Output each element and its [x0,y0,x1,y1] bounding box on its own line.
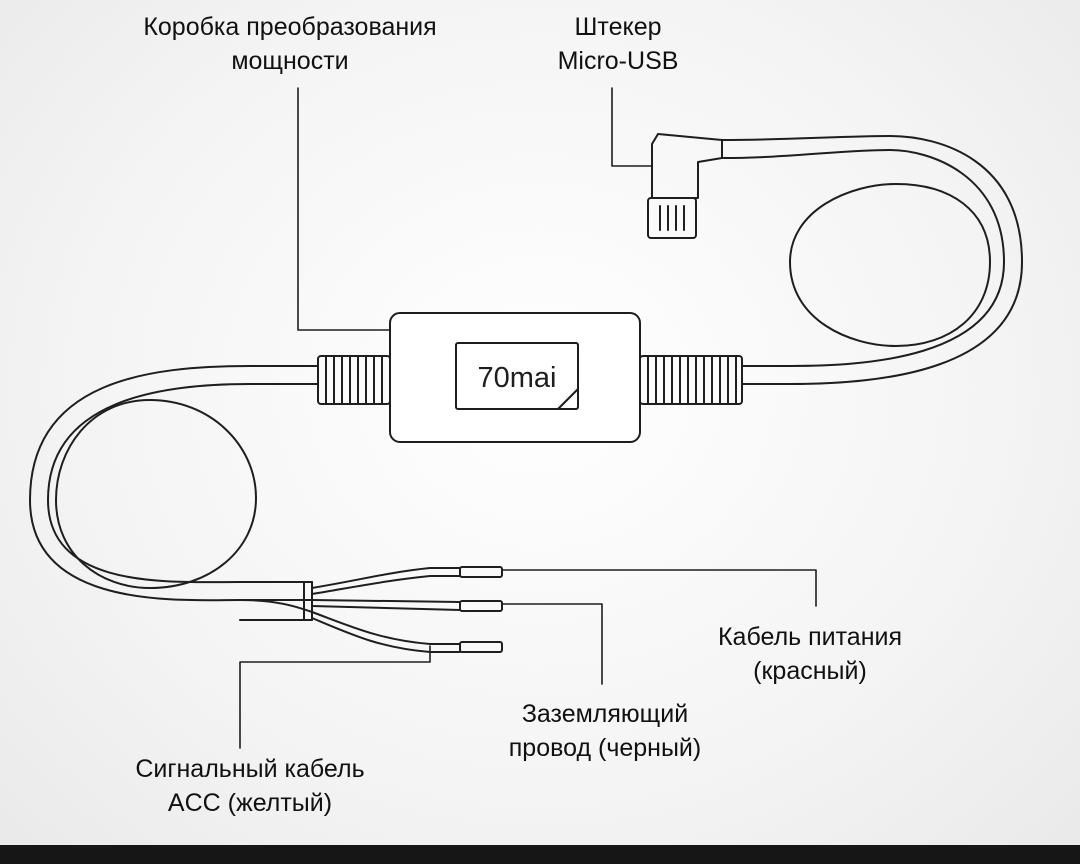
left-cable-loop [29,365,319,621]
label-ground-line1: Заземляющий [521,700,689,728]
right-cable-loop [721,135,1023,385]
label-converter-line1: Коробка преобразования [143,13,437,41]
brand-logo: 70mai [478,362,557,394]
label-power-line2: (красный) [753,657,867,685]
micro-usb-plug-icon [647,133,723,239]
label-acc-cable: Сигнальный кабель ACC (желтый) [100,752,400,820]
leader-ground [501,603,603,685]
label-converter-line2: мощности [231,47,349,75]
label-ground-line2: провод (черный) [508,734,702,762]
label-micro-usb-plug: Штекер Micro-USB [508,10,728,78]
leader-converter [297,87,391,331]
label-acc-line2: ACC (желтый) [167,789,333,817]
wire-acc-yellow [311,611,503,653]
converter-box [389,312,641,443]
label-power-line1: Кабель питания [717,623,903,651]
leader-power [501,569,817,607]
bottom-bar [0,845,1080,864]
label-power-cable: Кабель питания (красный) [680,620,940,688]
label-ground-wire: Заземляющий провод (черный) [470,697,740,765]
label-plug-line1: Штекер [574,13,662,41]
label-converter-box: Коробка преобразования мощности [100,10,480,78]
wire-ground-black [311,599,503,612]
label-acc-line1: Сигнальный кабель [135,755,365,783]
wire-power-red [311,566,503,595]
leader-lines [239,87,817,749]
label-plug-line2: Micro-USB [557,47,679,75]
left-strain-relief [317,355,391,405]
leader-plug [611,87,653,167]
right-strain-relief [639,355,743,405]
leader-acc [239,645,431,749]
